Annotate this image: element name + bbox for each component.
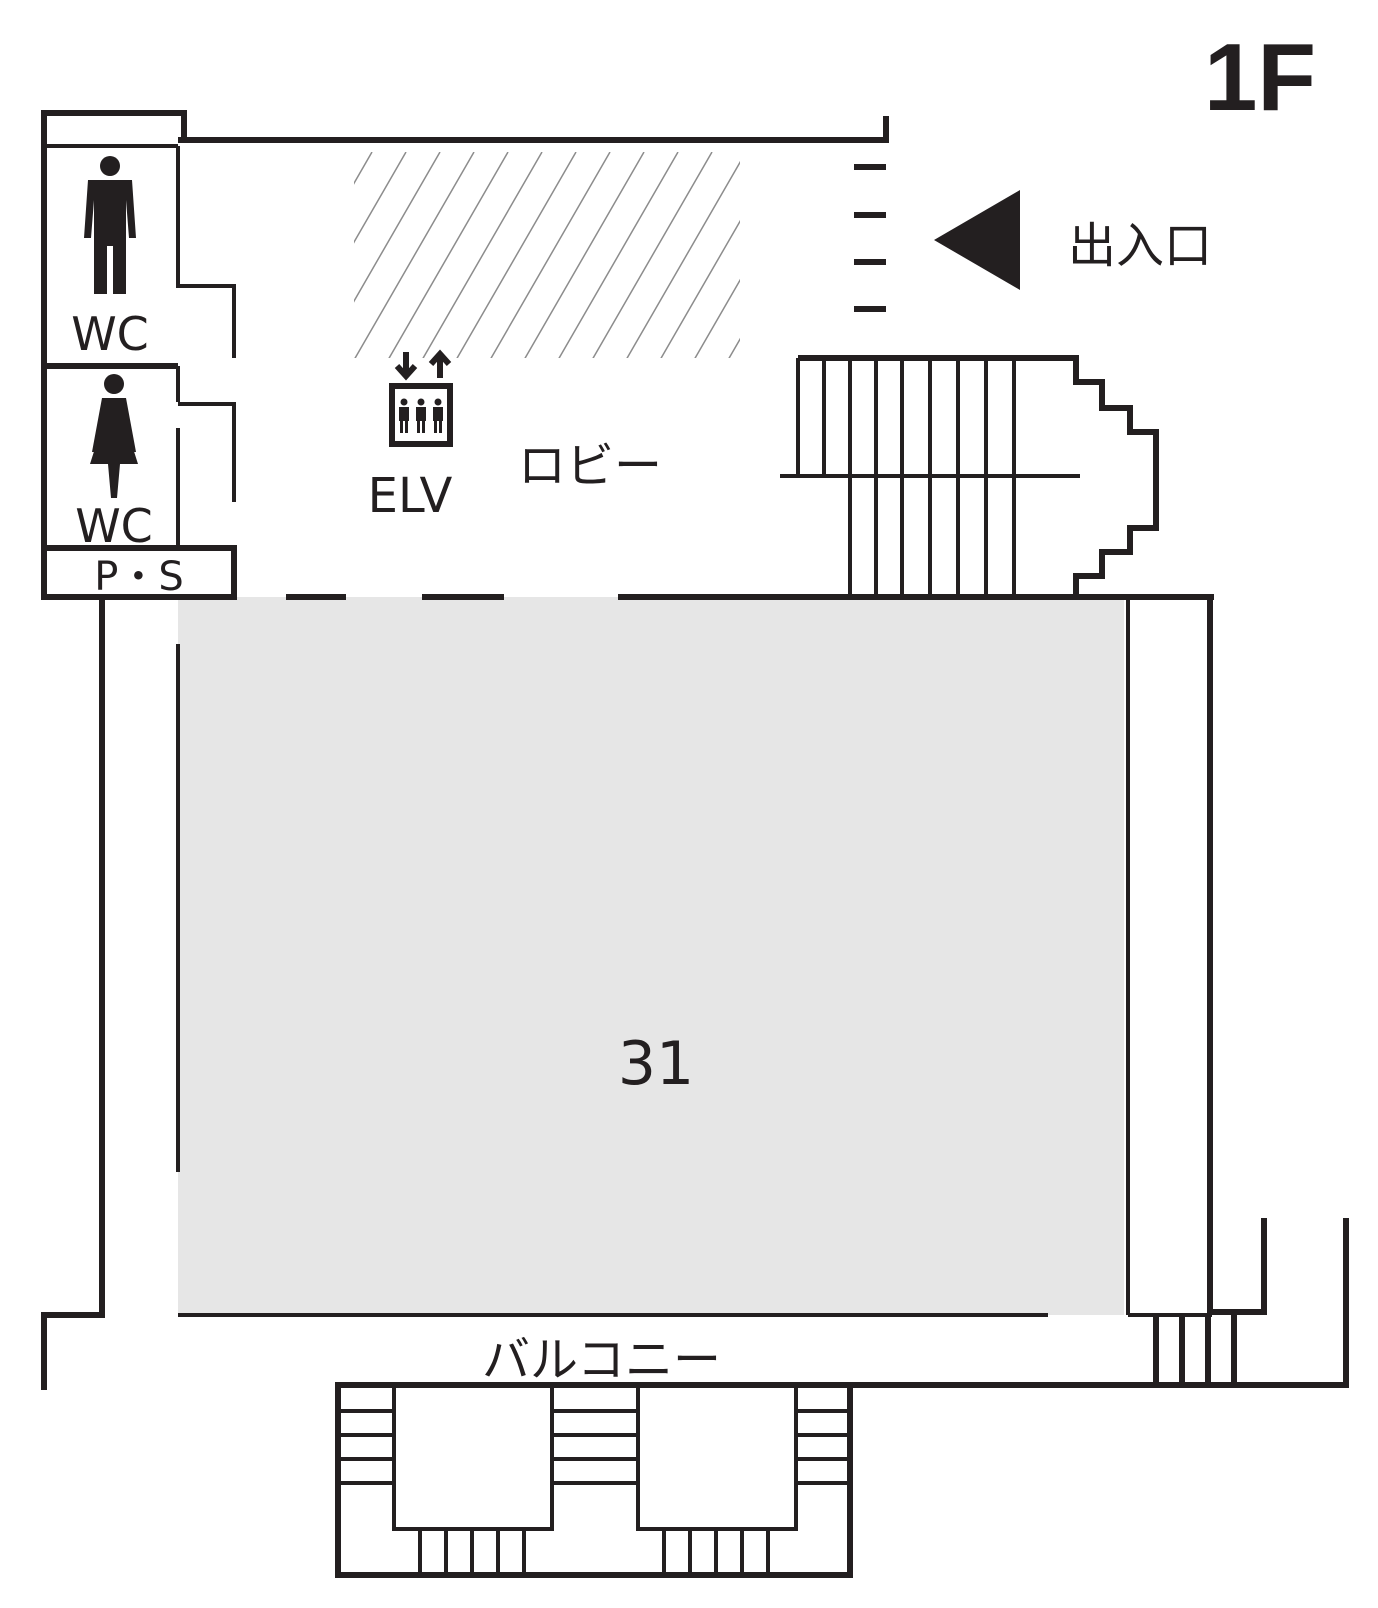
pipe-space-label: P・S bbox=[94, 554, 184, 600]
room-31-area[interactable] bbox=[178, 597, 1124, 1315]
man-icon bbox=[84, 156, 136, 294]
building-walls bbox=[41, 110, 1349, 1390]
woman-icon bbox=[90, 374, 138, 498]
floor-label: 1F bbox=[1204, 24, 1316, 131]
womens-wc-label: WC bbox=[75, 499, 153, 553]
lobby-label: ロビー bbox=[518, 438, 662, 494]
room-number: 31 bbox=[618, 1029, 694, 1099]
entrance-door[interactable] bbox=[854, 164, 886, 312]
mens-wc-label: WC bbox=[71, 307, 149, 361]
lobby-hatched-area bbox=[354, 152, 740, 358]
balcony-label: バルコニー bbox=[482, 1332, 721, 1388]
main-staircase[interactable] bbox=[780, 355, 1159, 597]
arrow-left-icon bbox=[934, 190, 1020, 290]
balcony-staircase[interactable] bbox=[335, 1382, 853, 1578]
elevator-icon bbox=[389, 349, 453, 447]
entrance-label: 出入口 bbox=[1068, 218, 1212, 274]
elevator-label: ELV bbox=[368, 468, 453, 524]
